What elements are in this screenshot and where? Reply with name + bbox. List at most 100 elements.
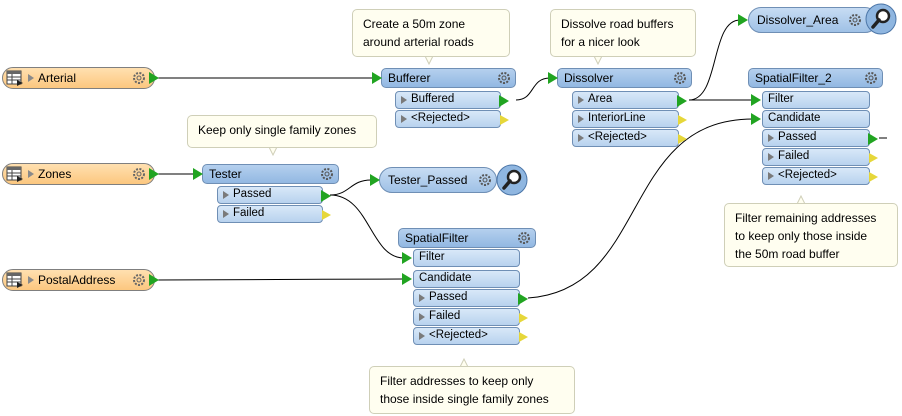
magnifier-icon[interactable] bbox=[496, 164, 528, 196]
output-port-arrow[interactable] bbox=[149, 168, 159, 180]
expand-triangle-icon[interactable] bbox=[28, 74, 34, 82]
gear-icon[interactable] bbox=[848, 13, 862, 27]
annotation-spatialfilter2[interactable]: Filter remaining addresses to keep only … bbox=[724, 203, 898, 267]
source-zones[interactable]: Zones bbox=[2, 163, 155, 185]
unconnected-port-flag[interactable] bbox=[519, 332, 528, 342]
input-port-arrow[interactable] bbox=[548, 72, 558, 84]
expand-triangle-icon[interactable] bbox=[768, 172, 774, 180]
unconnected-port-flag[interactable] bbox=[519, 313, 528, 323]
transformer-spatialfilter-2[interactable]: SpatialFilter_2 bbox=[748, 68, 883, 88]
output-port-arrow[interactable] bbox=[868, 133, 878, 145]
expand-triangle-icon[interactable] bbox=[419, 313, 425, 321]
input-candidate[interactable]: Candidate bbox=[413, 270, 520, 288]
output-port-arrow[interactable] bbox=[321, 190, 331, 202]
expand-triangle-icon[interactable] bbox=[768, 153, 774, 161]
transformer-name: SpatialFilter bbox=[405, 231, 469, 245]
expand-triangle-icon[interactable] bbox=[768, 134, 774, 142]
inspector-dissolver-area[interactable]: Dissolver_Area bbox=[748, 7, 878, 33]
unconnected-port-flag[interactable] bbox=[678, 134, 687, 144]
port-passed[interactable]: Passed bbox=[413, 289, 528, 307]
expand-triangle-icon[interactable] bbox=[419, 332, 425, 340]
magnifier-icon[interactable] bbox=[865, 3, 897, 35]
input-port-arrow[interactable] bbox=[372, 72, 382, 84]
input-port-arrow[interactable] bbox=[370, 174, 380, 186]
annotation-tester[interactable]: Keep only single family zones bbox=[187, 115, 377, 148]
input-port-arrow[interactable] bbox=[738, 14, 748, 26]
expand-triangle-icon[interactable] bbox=[419, 294, 425, 302]
port-buffered[interactable]: Buffered bbox=[395, 91, 509, 109]
inspector-tester-passed[interactable]: Tester_Passed bbox=[379, 167, 497, 193]
input-port-arrow[interactable] bbox=[402, 252, 412, 264]
gear-icon[interactable] bbox=[132, 273, 146, 287]
port-rejected[interactable]: <Rejected> bbox=[762, 167, 878, 185]
input-candidate[interactable]: Candidate bbox=[762, 110, 870, 128]
annotation-spatialfilter[interactable]: Filter addresses to keep only those insi… bbox=[369, 366, 575, 414]
output-port-arrow[interactable] bbox=[518, 293, 528, 305]
expand-triangle-icon[interactable] bbox=[223, 191, 229, 199]
annotation-bufferer[interactable]: Create a 50m zone around arterial roads bbox=[352, 9, 510, 57]
gear-icon[interactable] bbox=[320, 167, 334, 181]
expand-triangle-icon[interactable] bbox=[578, 134, 584, 142]
expand-triangle-icon[interactable] bbox=[578, 115, 584, 123]
gear-icon[interactable] bbox=[673, 71, 687, 85]
port-failed[interactable]: Failed bbox=[762, 148, 878, 166]
port-failed[interactable]: Failed bbox=[413, 308, 528, 326]
output-port-arrow[interactable] bbox=[677, 95, 687, 107]
expand-triangle-icon[interactable] bbox=[223, 210, 229, 218]
source-arterial[interactable]: Arterial bbox=[2, 67, 155, 89]
port-rejected[interactable]: <Rejected> bbox=[572, 129, 687, 147]
output-port-arrow[interactable] bbox=[149, 72, 159, 84]
note-tail bbox=[593, 55, 603, 66]
port-rejected[interactable]: <Rejected> bbox=[413, 327, 528, 345]
source-postal-address[interactable]: PostalAddress bbox=[2, 269, 155, 291]
table-icon bbox=[6, 272, 23, 288]
output-port-arrow[interactable] bbox=[149, 274, 159, 286]
unconnected-port-flag[interactable] bbox=[869, 153, 878, 163]
transformer-spatialfilter[interactable]: SpatialFilter bbox=[398, 228, 536, 248]
output-port-arrow[interactable] bbox=[499, 95, 509, 107]
input-port-arrow[interactable] bbox=[402, 273, 412, 285]
source-label: Arterial bbox=[38, 71, 77, 85]
gear-icon[interactable] bbox=[864, 71, 878, 85]
input-port-arrow[interactable] bbox=[751, 94, 761, 106]
note-line: Keep only single family zones bbox=[198, 123, 357, 137]
expand-triangle-icon[interactable] bbox=[401, 96, 407, 104]
expand-triangle-icon[interactable] bbox=[28, 170, 34, 178]
transformer-name: Bufferer bbox=[388, 71, 431, 85]
gear-icon[interactable] bbox=[132, 167, 146, 181]
expand-triangle-icon[interactable] bbox=[578, 96, 584, 104]
gear-icon[interactable] bbox=[478, 173, 492, 187]
port-passed[interactable]: Passed bbox=[217, 186, 331, 204]
gear-icon[interactable] bbox=[517, 231, 531, 245]
port-interiorline[interactable]: InteriorLine bbox=[572, 110, 687, 128]
transformer-dissolver[interactable]: Dissolver bbox=[557, 68, 692, 88]
port-label: <Rejected> bbox=[778, 169, 837, 181]
port-rejected[interactable]: <Rejected> bbox=[395, 110, 509, 128]
gear-icon[interactable] bbox=[132, 71, 146, 85]
wire-tester-passed-filter bbox=[329, 194, 405, 259]
expand-triangle-icon[interactable] bbox=[28, 276, 34, 284]
gear-icon[interactable] bbox=[497, 71, 511, 85]
port-passed[interactable]: Passed bbox=[762, 129, 878, 147]
annotation-dissolver[interactable]: Dissolve road buffers for a nicer look bbox=[550, 9, 696, 57]
unconnected-port-flag[interactable] bbox=[322, 210, 331, 220]
wire-postal-spatialfilter bbox=[154, 278, 405, 281]
port-label: Filter bbox=[419, 251, 445, 263]
expand-triangle-icon[interactable] bbox=[401, 115, 407, 123]
note-line: Filter addresses to keep only bbox=[380, 374, 534, 388]
input-port-arrow[interactable] bbox=[751, 113, 761, 125]
input-filter[interactable]: Filter bbox=[413, 249, 520, 267]
note-line: for a nicer look bbox=[561, 35, 640, 49]
transformer-bufferer[interactable]: Bufferer bbox=[381, 68, 516, 88]
port-failed[interactable]: Failed bbox=[217, 205, 331, 223]
input-port-arrow[interactable] bbox=[193, 168, 203, 180]
unconnected-port-flag[interactable] bbox=[500, 115, 509, 125]
input-filter[interactable]: Filter bbox=[762, 91, 870, 109]
port-label: Passed bbox=[778, 131, 817, 143]
unconnected-port-flag[interactable] bbox=[678, 115, 687, 125]
unconnected-port-flag[interactable] bbox=[869, 172, 878, 182]
transformer-tester[interactable]: Tester bbox=[202, 164, 339, 184]
port-area[interactable]: Area bbox=[572, 91, 687, 109]
port-label: Candidate bbox=[419, 272, 472, 284]
note-line: to keep only those inside bbox=[735, 229, 868, 243]
